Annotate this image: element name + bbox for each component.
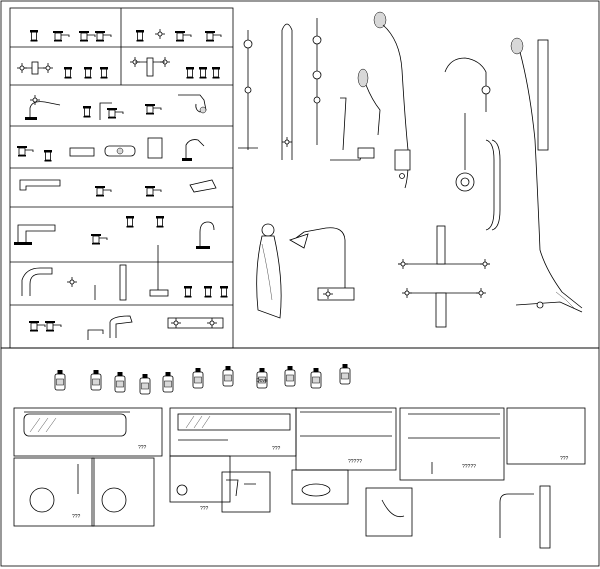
wall-shower-arm bbox=[444, 57, 491, 192]
hand-shower-2 bbox=[373, 11, 411, 189]
towel-ring-hanging bbox=[256, 223, 282, 319]
floor-shower-trap bbox=[515, 301, 583, 313]
faucet-row-4 bbox=[16, 137, 205, 162]
robe-hooks: ??? bbox=[176, 479, 256, 512]
hand-shower-1 bbox=[330, 68, 381, 161]
glass-shelf-code: ??? bbox=[272, 446, 281, 452]
wall-shelf-code: ??? bbox=[560, 456, 569, 462]
faucet-row-6 bbox=[14, 215, 215, 249]
faucet-row-1-left bbox=[29, 29, 112, 42]
towel-rail-center: ????? bbox=[300, 411, 392, 465]
faucet-row-2-left bbox=[16, 61, 109, 79]
grab-bar bbox=[485, 139, 501, 231]
mirror-shelf-code: ??? bbox=[138, 445, 147, 451]
tile-motif bbox=[365, 487, 413, 537]
bath-mixer-set bbox=[397, 225, 491, 328]
faucet-row-8 bbox=[28, 315, 224, 340]
towel-rail-right-code: ????? bbox=[462, 464, 476, 470]
towel-rail-center-code: ????? bbox=[348, 459, 362, 465]
towel-ring-code: ??? bbox=[72, 514, 81, 520]
robe-hook-code: ??? bbox=[200, 506, 209, 512]
shower-rail-set bbox=[238, 18, 322, 160]
bottle-row: Dove bbox=[54, 363, 351, 395]
towel-ring-set: ??? bbox=[29, 464, 127, 520]
towel-rail-right: ????? bbox=[408, 413, 500, 474]
mirror-shelf: ??? bbox=[23, 411, 147, 451]
faucet-row-3 bbox=[25, 94, 207, 120]
bottle-brand-dove: Dove bbox=[256, 378, 268, 384]
wall-shelf-right: ??? bbox=[499, 456, 569, 549]
accessories-frames bbox=[13, 407, 586, 527]
faucet-row-1-right bbox=[135, 28, 222, 42]
slide-bar-shower bbox=[510, 37, 583, 309]
soap-dish bbox=[301, 483, 331, 497]
faucet-row-7 bbox=[21, 245, 229, 301]
glass-shelf: ??? bbox=[177, 413, 291, 452]
faucet-row-5 bbox=[19, 179, 217, 197]
faucet-row-2-right bbox=[129, 56, 221, 79]
exposed-shower bbox=[289, 227, 355, 301]
